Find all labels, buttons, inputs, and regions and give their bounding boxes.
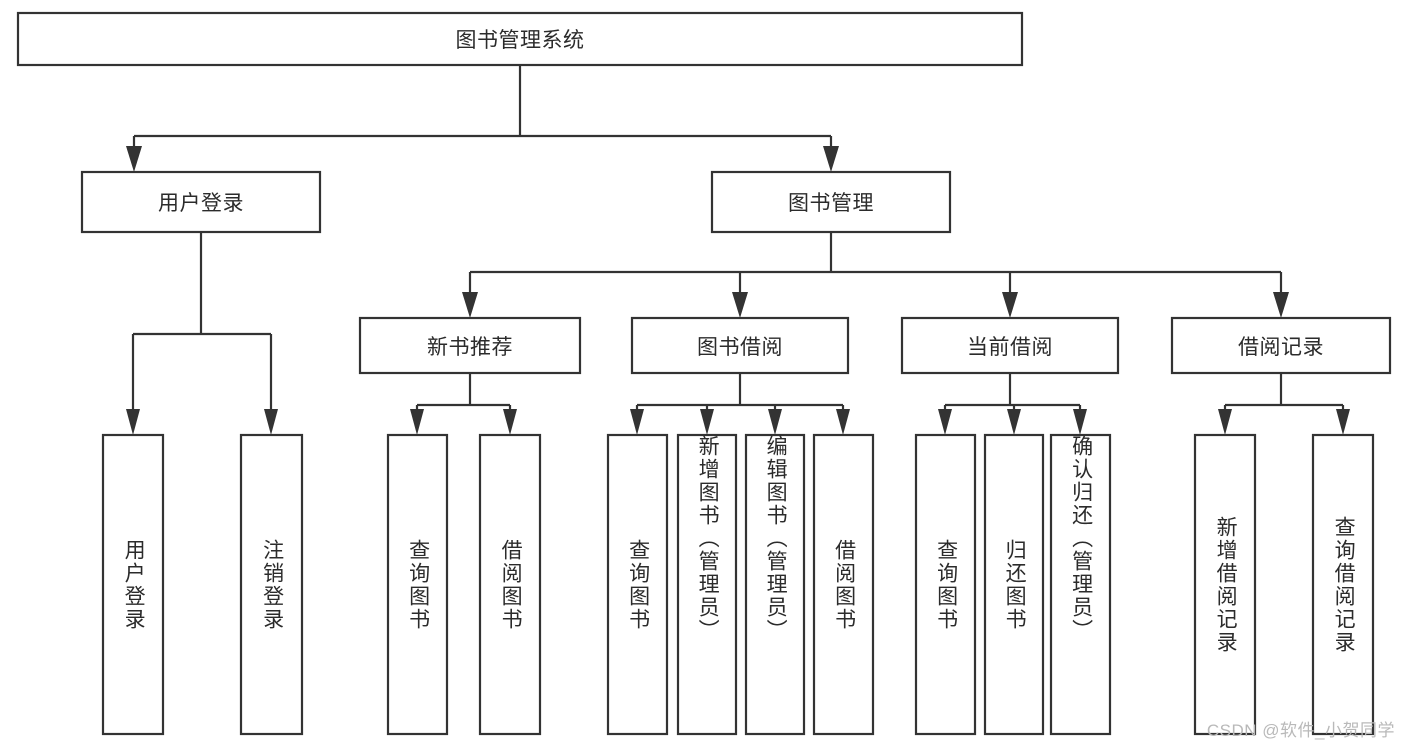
node-box-book-manage[interactable] xyxy=(710,170,952,234)
node-box-current-borrow[interactable] xyxy=(900,316,1120,375)
node-box-new-book-rec[interactable] xyxy=(358,316,582,375)
arrow-head-borrow-book-a xyxy=(503,409,517,435)
arrow-head-book-manage xyxy=(823,146,839,172)
arrow-head-new-book-rec xyxy=(462,292,478,318)
arrow-head-query-book-a xyxy=(410,409,424,435)
arrow-head-return-book xyxy=(1007,409,1021,435)
node-box-user-login[interactable] xyxy=(80,170,322,234)
arrow-head-edit-book xyxy=(768,409,782,435)
arrow-head-user-login xyxy=(126,146,142,172)
node-box-l4-query-book-a[interactable] xyxy=(386,433,449,736)
node-box-l4-query-book-b[interactable] xyxy=(606,433,669,736)
node-box-l4-add-book[interactable] xyxy=(676,433,738,736)
arrow-head-query-book-b xyxy=(630,409,644,435)
arrow-head-book-borrow xyxy=(732,292,748,318)
node-box-l4-confirm-return[interactable] xyxy=(1049,433,1112,736)
arrow-head-query-book-c xyxy=(938,409,952,435)
node-box-layer xyxy=(16,11,1392,736)
arrow-head-borrow-book-b xyxy=(836,409,850,435)
connector-layer xyxy=(126,65,1350,435)
node-box-l4-add-record[interactable] xyxy=(1193,433,1257,736)
node-box-l4-return-book[interactable] xyxy=(983,433,1045,736)
node-box-l4-query-record[interactable] xyxy=(1311,433,1375,736)
node-box-l4-edit-book[interactable] xyxy=(744,433,806,736)
arrow-head-l4-user-login xyxy=(126,409,140,435)
arrow-head-current-borrow xyxy=(1002,292,1018,318)
node-box-borrow-record[interactable] xyxy=(1170,316,1392,375)
arrow-head-confirm-return xyxy=(1073,409,1087,435)
arrow-head-add-book xyxy=(700,409,714,435)
node-box-l4-borrow-book-a[interactable] xyxy=(478,433,542,736)
arrow-head-borrow-record xyxy=(1273,292,1289,318)
node-box-root[interactable] xyxy=(16,11,1024,67)
node-box-l4-logout[interactable] xyxy=(239,433,304,736)
arrow-head-query-record xyxy=(1336,409,1350,435)
node-box-l4-query-book-c[interactable] xyxy=(914,433,977,736)
node-box-l4-borrow-book-b[interactable] xyxy=(812,433,875,736)
arrow-head-l4-logout xyxy=(264,409,278,435)
csdn-watermark: CSDN @软件_小贺同学 xyxy=(1206,721,1395,740)
arrow-head-add-record xyxy=(1218,409,1232,435)
node-box-l4-user-login[interactable] xyxy=(101,433,165,736)
node-box-book-borrow[interactable] xyxy=(630,316,850,375)
